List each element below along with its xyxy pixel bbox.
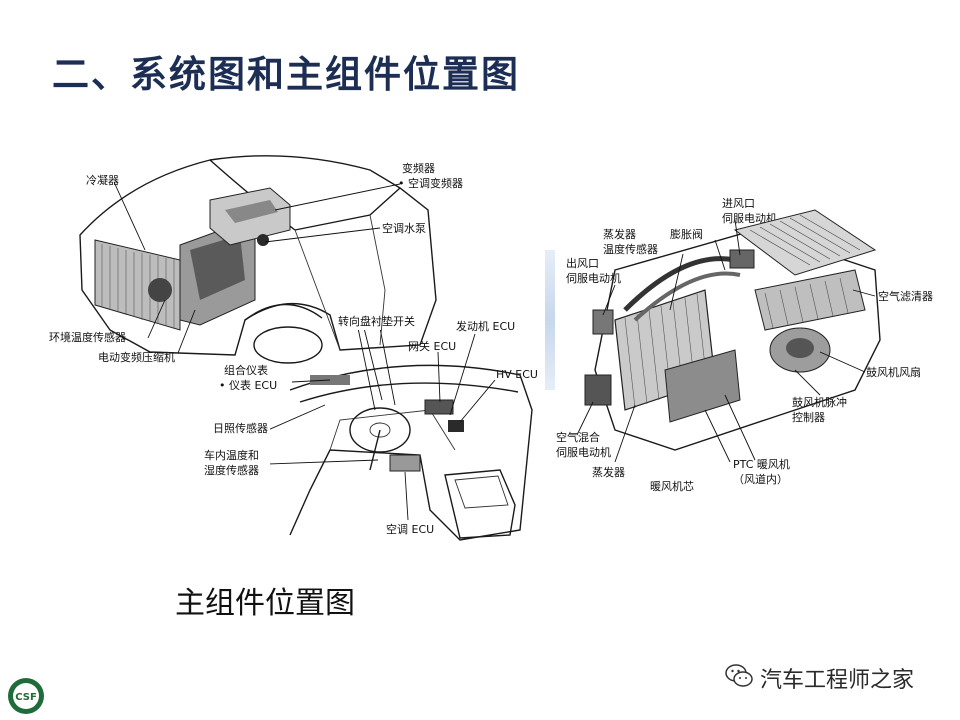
label-blower-pulse-2: 控制器	[792, 410, 825, 424]
label-outlet-servo-1: 出风口	[566, 256, 599, 270]
label-ptc-heater-1: PTC 暖风机	[733, 457, 790, 471]
watermark-text: 汽车工程师之家	[760, 668, 915, 693]
label-gateway-ecu: 网关 ECU	[408, 339, 456, 353]
label-ac-water-pump: 空调水泵	[382, 221, 426, 235]
label-evap-temp-1: 蒸发器	[603, 227, 636, 241]
label-solar-sensor: 日照传感器	[213, 422, 268, 435]
label-air-mix-servo-2: 伺服电动机	[556, 445, 611, 459]
society-logo: CSF	[8, 678, 44, 714]
label-ptc-heater-2: （风道内）	[733, 472, 788, 486]
logo-text: CSF	[15, 692, 37, 703]
label-steering-pad-switch: 转向盘衬垫开关	[338, 314, 415, 328]
label-cabin-temp-1: 车内温度和	[204, 448, 259, 462]
slide-title: 二、系统图和主组件位置图	[52, 53, 520, 96]
label-ac-ecu: 空调 ECU	[386, 522, 434, 536]
label-blower-fan: 鼓风机风扇	[866, 365, 921, 379]
label-ambient-temp-sensor: 环境温度传感器	[49, 330, 126, 344]
label-intake-servo-1: 进风口	[722, 197, 755, 210]
label-heater-core: 暖风机芯	[650, 479, 694, 493]
hvac-unit-figure	[576, 209, 881, 463]
label-electric-compressor: 电动变频压缩机	[98, 350, 175, 364]
wechat-icon	[725, 664, 753, 687]
label-expansion-valve: 膨胀阀	[670, 227, 703, 241]
image-edge-shading	[545, 250, 555, 390]
slide-caption: 主组件位置图	[175, 586, 355, 621]
label-evaporator: 蒸发器	[592, 465, 625, 479]
label-outlet-servo-2: 伺服电动机	[566, 271, 621, 285]
label-air-mix-servo-1: 空气混合	[556, 430, 600, 444]
label-inverter: 变频器	[402, 161, 435, 175]
label-condenser: 冷凝器	[86, 173, 119, 187]
label-evap-temp-2: 温度传感器	[603, 242, 658, 256]
label-intake-servo-2: 伺服电动机	[722, 211, 777, 225]
label-meter-ecu: • 仪表 ECU	[219, 378, 277, 392]
label-air-filter: 空气滤清器	[878, 289, 933, 303]
label-engine-ecu: 发动机 ECU	[456, 319, 515, 333]
label-ac-inverter: • 空调变频器	[398, 176, 463, 190]
engine-bay-figure	[79, 155, 437, 364]
label-combination-meter: 组合仪表	[224, 363, 268, 377]
dashboard-figure	[270, 330, 533, 541]
label-cabin-temp-2: 湿度传感器	[204, 463, 259, 477]
